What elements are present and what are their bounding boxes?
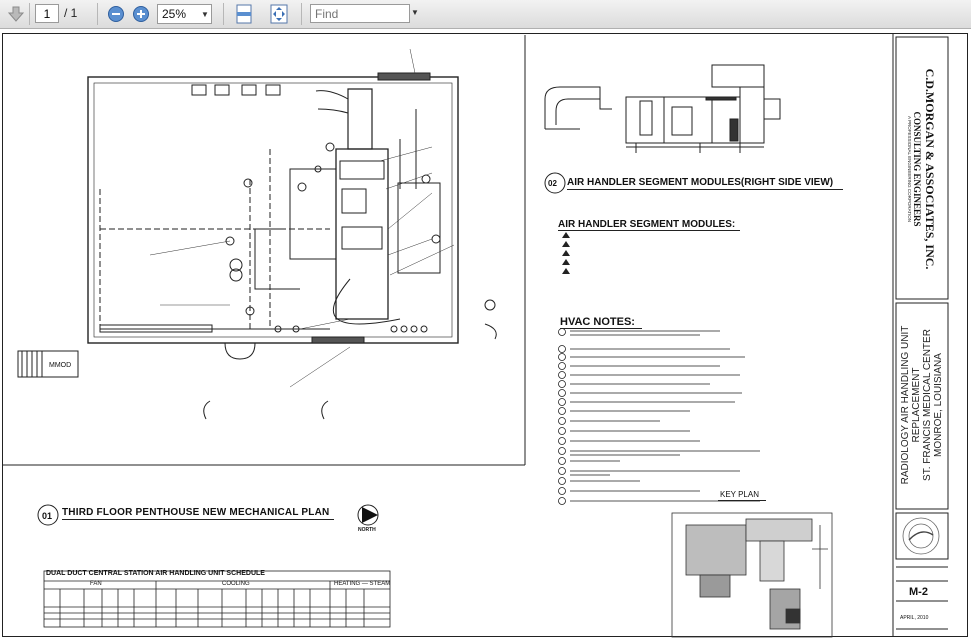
zoom-select[interactable]: 25% ▼ [157, 4, 212, 24]
chevron-down-icon: ▼ [201, 9, 209, 19]
mmod-label: MMOD [49, 362, 72, 369]
section-title: AIR HANDLER SEGMENT MODULES(RIGHT SIDE V… [567, 177, 834, 188]
hvac-notes-lines [570, 330, 760, 502]
sheet-date: APRIL, 2010 [900, 615, 929, 621]
mechanical-drawing [3, 34, 949, 638]
toolbar-separator [301, 3, 302, 25]
navigate-down-button[interactable] [5, 3, 27, 25]
plan-number: 01 [42, 511, 53, 521]
toolbar-separator [223, 3, 224, 25]
plan-title: THIRD FLOOR PENTHOUSE NEW MECHANICAL PLA… [62, 507, 330, 518]
zoom-in-icon [133, 6, 149, 22]
schedule-fan-label: FAN [90, 581, 102, 587]
module-legend [562, 232, 570, 274]
floor-plan [17, 72, 497, 420]
zoom-out-icon [108, 6, 124, 22]
document-viewport[interactable]: 01 THIRD FLOOR PENTHOUSE NEW MECHANICAL … [0, 29, 971, 639]
equipment-schedule [43, 570, 391, 628]
schedule-title: DUAL DUCT CENTRAL STATION AIR HANDLING U… [46, 570, 265, 577]
fit-page-button[interactable] [233, 3, 255, 25]
find-input[interactable] [310, 4, 410, 23]
fit-width-icon [270, 4, 288, 24]
toolbar-separator [29, 3, 30, 25]
schedule-heating-label: HEATING — STEAM [334, 581, 391, 587]
hvac-heading-underline [560, 328, 642, 329]
project-line-1: RADIOLOGY AIR HANDLING UNIT [900, 325, 911, 485]
firm-tagline: A PROFESSIONAL ENGINEERING CORPORATION [907, 115, 912, 223]
firm-name: C.D.MORGAN & ASSOCIATES, INC. [923, 68, 937, 270]
fit-width-button[interactable] [268, 3, 290, 25]
section-number: 02 [548, 179, 557, 188]
zoom-value: 25% [162, 7, 187, 21]
hvac-notes-list [558, 328, 566, 505]
fit-page-icon [236, 4, 252, 24]
zoom-out-button[interactable] [105, 3, 127, 25]
chevron-down-icon[interactable]: ▼ [411, 8, 419, 17]
key-plan-label: KEY PLAN [720, 490, 759, 499]
pdf-toolbar: / 1 25% ▼ ▼ [0, 0, 971, 29]
toolbar-separator [97, 3, 98, 25]
zoom-in-button[interactable] [130, 3, 152, 25]
key-plan [671, 512, 833, 638]
tb-seal [902, 517, 940, 555]
key-plan-underline [718, 500, 766, 501]
project-line-4: MONROE, LOUISIANA [933, 353, 944, 457]
firm-subtitle: CONSULTING ENGINEERS [912, 111, 922, 227]
hvac-heading: HVAC NOTES: [560, 316, 635, 328]
callout-leaders [149, 48, 455, 388]
north-arrow-icon [362, 507, 378, 523]
project-line-3: ST. FRANCIS MEDICAL CENTER [922, 329, 933, 481]
north-label: NORTH [358, 527, 376, 533]
modules-heading-underline [558, 230, 740, 231]
arrow-down-icon [7, 6, 25, 22]
project-line-2: REPLACEMENT [911, 367, 922, 443]
section-title-underline [567, 189, 843, 190]
section-view [37, 64, 781, 526]
page-total-label: / 1 [64, 6, 78, 20]
drawing-sheet [2, 33, 968, 637]
sheet-number: M-2 [909, 586, 928, 598]
page-number-input[interactable] [35, 4, 59, 23]
modules-heading: AIR HANDLER SEGMENT MODULES: [558, 219, 736, 230]
plan-title-underline [62, 519, 334, 520]
schedule-cooling-label: COOLING [222, 581, 250, 587]
